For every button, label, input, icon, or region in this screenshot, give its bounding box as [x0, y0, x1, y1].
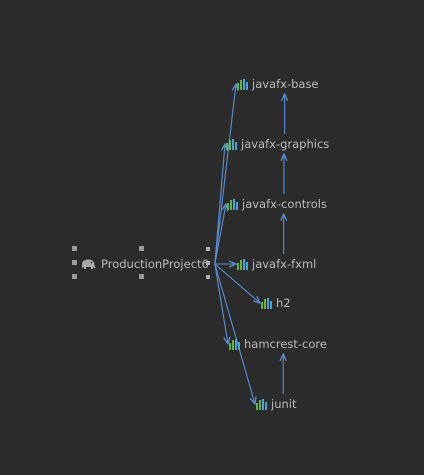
- dependency-label: junit: [271, 397, 297, 411]
- dependency-label: javafx-graphics: [241, 137, 330, 151]
- connection-port: [206, 247, 210, 251]
- root-node[interactable]: ProductionProject6: [80, 256, 209, 272]
- library-bars-icon: [237, 78, 249, 90]
- edge-root-to-h2: [214, 263, 260, 303]
- dependency-label: javafx-fxml: [252, 257, 317, 271]
- dependency-node-junit[interactable]: junit: [256, 396, 296, 412]
- selection-handle[interactable]: [72, 274, 77, 279]
- dependency-node-javafx-controls[interactable]: javafx-controls: [227, 196, 327, 212]
- connection-port: [206, 261, 210, 265]
- library-bars-icon: [226, 138, 238, 150]
- library-bars-icon: [261, 297, 273, 309]
- edge-root-to-junit: [214, 263, 255, 404]
- dependency-label: h2: [276, 296, 291, 310]
- library-bars-icon: [256, 398, 268, 410]
- dependency-label: hamcrest-core: [244, 337, 327, 351]
- dependency-node-javafx-fxml[interactable]: javafx-fxml: [237, 256, 316, 272]
- dependency-node-h2[interactable]: h2: [261, 295, 291, 311]
- dependency-label: javafx-controls: [242, 197, 327, 211]
- edge-root-to-javafx-graphics: [214, 144, 225, 265]
- gradle-elephant-icon: [82, 259, 96, 269]
- selection-handle[interactable]: [72, 246, 77, 251]
- connection-port: [206, 275, 210, 279]
- edge-root-to-javafx-base: [214, 84, 236, 265]
- dependency-node-hamcrest-core[interactable]: hamcrest-core: [229, 336, 327, 352]
- library-bars-icon: [237, 258, 249, 270]
- library-bars-icon: [227, 198, 239, 210]
- edge-root-to-hamcrest-core: [214, 263, 228, 344]
- dependency-node-javafx-base[interactable]: javafx-base: [237, 76, 319, 92]
- edge-root-to-javafx-controls: [214, 204, 226, 265]
- selection-handle[interactable]: [72, 260, 77, 265]
- dependency-node-javafx-graphics[interactable]: javafx-graphics: [226, 136, 329, 152]
- selection-handle[interactable]: [139, 246, 144, 251]
- dependency-label: javafx-base: [252, 77, 319, 91]
- selection-handle[interactable]: [139, 274, 144, 279]
- root-node-label: ProductionProject6: [101, 257, 209, 271]
- library-bars-icon: [229, 338, 241, 350]
